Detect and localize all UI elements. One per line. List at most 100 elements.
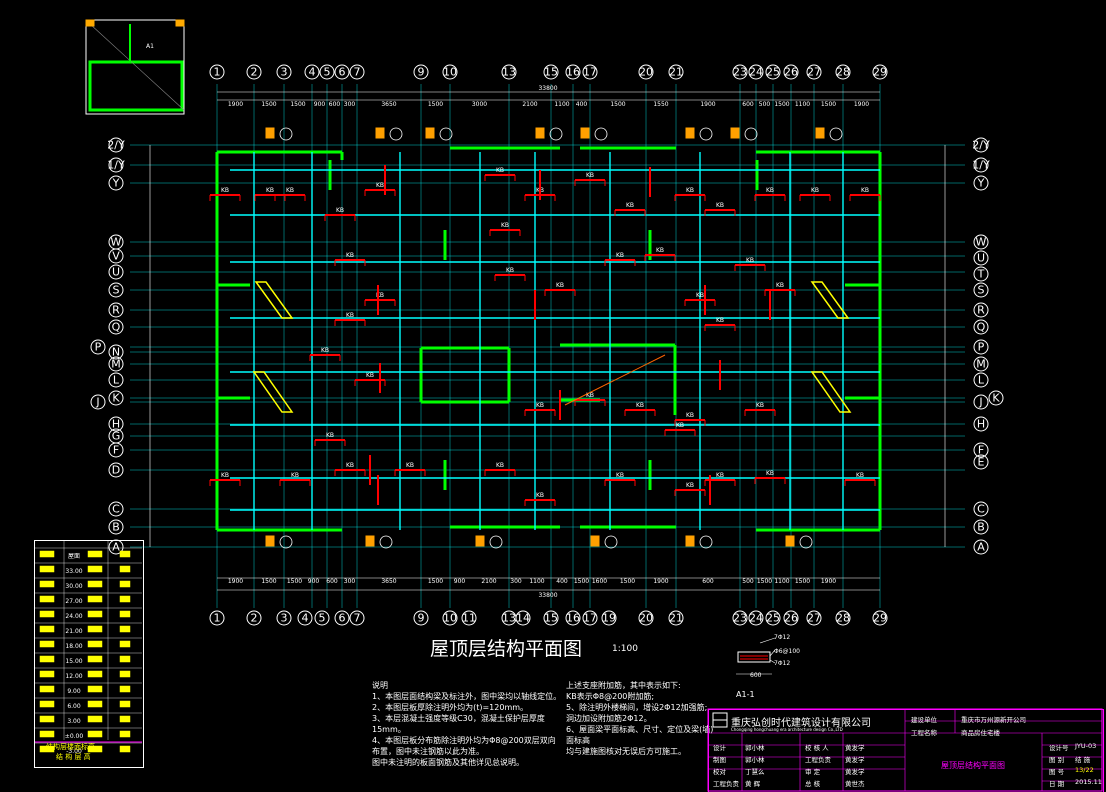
legend-swatch xyxy=(87,640,103,648)
dim-text-bottom: 1500 xyxy=(620,578,635,585)
axis-label-right: F xyxy=(978,444,984,457)
legend-swatch xyxy=(39,730,55,738)
axis-bubble-bottom xyxy=(601,610,617,626)
axis-bubble-left xyxy=(108,137,124,153)
dim-text-bottom: 1500 xyxy=(287,578,302,585)
tb-cell: 设计 xyxy=(713,744,726,752)
legend-swatch xyxy=(87,610,103,618)
dim-text-bottom: 1500 xyxy=(757,578,772,585)
tb-cell: 结 施 xyxy=(1075,756,1091,764)
dim-text-top: 1100 xyxy=(795,101,810,108)
dim-text-top: 900 xyxy=(314,101,326,108)
tb-cell: JYU-03 xyxy=(1075,742,1097,750)
dim-text-top: 1500 xyxy=(290,101,305,108)
axis-label-right: E xyxy=(978,456,985,469)
rebar-label: KB xyxy=(321,347,329,354)
drawing-title-block: 屋顶层结构平面图 xyxy=(941,761,1005,770)
axis-bubble-bottom xyxy=(413,610,429,626)
note-line: 6、屋面梁平面标高、尺寸、定位及梁(墙)面标高 xyxy=(566,725,714,745)
legend-swatch xyxy=(119,595,131,603)
axis-bubble-bottom xyxy=(748,610,764,626)
axis-label-top: 5 xyxy=(324,66,331,79)
axis-label-left: L xyxy=(113,374,120,387)
legend-swatch xyxy=(39,550,55,558)
rebar-label: KB xyxy=(696,292,704,299)
legend-swatch xyxy=(119,610,131,618)
axis-label-bottom: 6 xyxy=(339,612,346,625)
axis-bubble-bottom xyxy=(765,610,781,626)
axis-bubble-right xyxy=(973,266,989,282)
tb-cell: 校对 xyxy=(713,768,726,776)
axis-label-top: 4 xyxy=(309,66,316,79)
dim-text-top: 500 xyxy=(759,101,771,108)
rebar-label: KB xyxy=(346,252,354,259)
legend-swatch xyxy=(87,715,103,723)
axis-bubble-left xyxy=(90,394,106,410)
section-beam xyxy=(737,651,771,663)
legend-swatch xyxy=(39,655,55,663)
axis-bubble-top xyxy=(442,64,458,80)
axis-label-bottom: 3 xyxy=(281,612,288,625)
axis-bubble-right xyxy=(973,372,989,388)
axis-label-bottom: 23 xyxy=(733,612,747,625)
legend-elevation: 12.00 xyxy=(65,673,82,680)
axis-label-bottom: 7 xyxy=(354,612,361,625)
rebar-label: KB xyxy=(496,462,504,469)
axis-label-bottom: 17 xyxy=(583,612,597,625)
rebar-label: KB xyxy=(616,252,624,259)
dim-text-bottom: 300 xyxy=(510,578,522,585)
legend-elevation: 屋面 xyxy=(68,553,80,560)
axis-bubble-bottom xyxy=(442,610,458,626)
rebar-label: KB xyxy=(336,207,344,214)
axis-bubble-bottom xyxy=(543,610,559,626)
rebar-label: KB xyxy=(506,267,514,274)
axis-label-top: 26 xyxy=(784,66,798,79)
overall-dim-bottom: 33800 xyxy=(538,592,557,599)
client-label: 建设单位 xyxy=(911,716,937,724)
axis-bubble-bottom xyxy=(835,610,851,626)
axis-label-bottom: 5 xyxy=(319,612,326,625)
legend-swatch xyxy=(119,715,131,723)
axis-bubble-right xyxy=(988,390,1004,406)
axis-bubble-bottom xyxy=(565,610,581,626)
note-line: 上述支座附加筋，其中表示如下: xyxy=(566,681,681,690)
callout-marker xyxy=(590,535,600,547)
dim-text-bottom: 600 xyxy=(702,578,714,585)
axis-bubble-right xyxy=(973,250,989,266)
rebar-label: KB xyxy=(586,172,594,179)
axis-bubble-top xyxy=(246,64,262,80)
tb-cell: 黄发学 xyxy=(845,756,865,764)
dim-text-bottom: 900 xyxy=(308,578,320,585)
key-plan-room xyxy=(88,60,184,112)
axis-label-top: 7 xyxy=(354,66,361,79)
tb-cell: 黄发学 xyxy=(845,768,865,776)
axis-label-top: 27 xyxy=(807,66,821,79)
axis-bubble-left xyxy=(108,416,124,432)
axis-bubble-left xyxy=(108,501,124,517)
rebar-label: KB xyxy=(636,402,644,409)
key-plan-frame xyxy=(85,19,185,115)
axis-bubble-bottom xyxy=(349,610,365,626)
axis-bubble-left xyxy=(108,344,124,360)
axis-label-bottom: 16 xyxy=(566,612,580,625)
note-line: 5、除注明外楼梯间，增设2Φ12加强筋; xyxy=(566,703,708,712)
stair-hatch xyxy=(254,281,294,319)
client-name: 重庆市万州源新开公司 xyxy=(961,716,1026,724)
tb-cell: 黄 辉 xyxy=(745,780,761,788)
axis-label-left: K xyxy=(112,392,120,405)
overall-dim-top: 33800 xyxy=(538,85,557,92)
dim-text-top: 1500 xyxy=(774,101,789,108)
dim-text-bottom: 1500 xyxy=(574,578,589,585)
axis-label-right: H xyxy=(977,418,985,431)
axis-bubble-top xyxy=(748,64,764,80)
section-bot-bar: 7Φ12 xyxy=(774,660,791,667)
tb-cell: 黄世杰 xyxy=(845,780,865,788)
rebar-label: KB xyxy=(686,412,694,419)
legend-elevation: 21.00 xyxy=(65,628,82,635)
axis-label-top: 2 xyxy=(251,66,258,79)
legend-caption: 结构层楼面标高 xyxy=(46,743,95,751)
axis-bubble-left xyxy=(108,302,124,318)
axis-label-bottom: 28 xyxy=(836,612,850,625)
tb-cell: 总 核 xyxy=(805,780,821,788)
